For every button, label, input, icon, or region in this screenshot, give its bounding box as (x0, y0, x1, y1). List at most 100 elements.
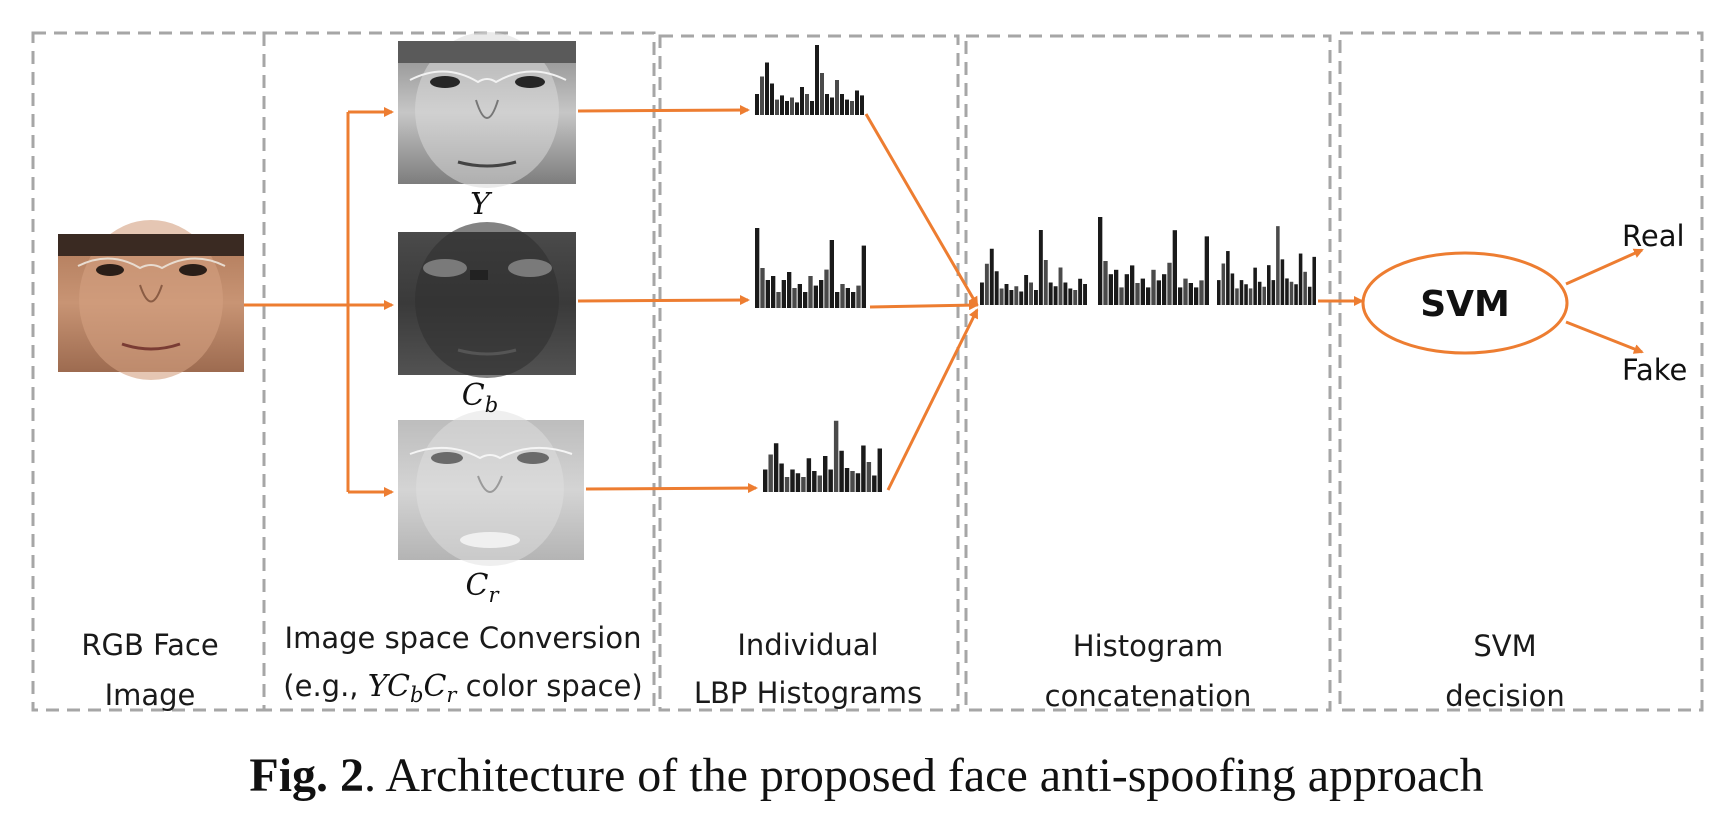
histogram-bar (1098, 217, 1103, 305)
histogram-bar (1230, 273, 1235, 305)
figure-caption: Fig. 2. Architecture of the proposed fac… (0, 752, 1733, 800)
histogram-bar (840, 284, 845, 308)
histogram-bar (1244, 284, 1248, 305)
histogram-bar (760, 76, 764, 115)
histogram-bar (787, 272, 792, 308)
histogram-bar (844, 468, 850, 492)
histogram-bar (781, 280, 786, 308)
histogram-bar (1199, 280, 1204, 305)
panel-conversion-label-line2: (e.g., YCbCr color space) (283, 669, 642, 707)
ycbcr-y: Y (368, 669, 391, 704)
histogram-bar (1289, 281, 1294, 305)
histogram-bar (795, 102, 799, 115)
histogram-bar (1058, 267, 1063, 305)
arrow-cr-to-hist (585, 483, 758, 494)
histogram-bar (800, 87, 804, 115)
histogram-bar (1043, 260, 1048, 305)
histogram-cb (755, 228, 866, 308)
histogram-bar (1303, 271, 1307, 305)
output-fake-label: Fake (1622, 353, 1687, 387)
channel-label: Cb (462, 378, 498, 417)
channel-label-base: Y (470, 187, 493, 222)
histogram-bar (845, 99, 849, 115)
histogram-bar (779, 463, 784, 492)
histogram-bar (1312, 256, 1316, 305)
histogram-bar (1014, 286, 1019, 305)
caption-text: . Architecture of the proposed face anti… (364, 749, 1484, 802)
panel-borders (31, 31, 1704, 712)
histogram-bar (835, 292, 840, 308)
histogram-bar (1248, 288, 1253, 305)
histogram-bar (861, 445, 866, 492)
panel-individual-border (658, 34, 960, 712)
histogram-bar (994, 271, 999, 305)
panel-individual-label-line1: Individual (737, 628, 878, 662)
histogram-bar (1119, 287, 1124, 305)
histogram-bar (830, 97, 834, 115)
y-channel-image (398, 32, 576, 188)
histogram-bar (795, 473, 801, 492)
rgb-face-image (58, 220, 244, 380)
histogram-bar (1221, 263, 1226, 305)
ycbcr-cb-sub: b (410, 683, 423, 707)
histogram-bar (1135, 283, 1140, 305)
histogram-bar (866, 462, 872, 492)
histogram-bar (815, 45, 819, 115)
panel-concat-label-line2: concatenation (1045, 679, 1252, 713)
panel-svm-label-line1: SVM (1473, 629, 1536, 663)
channel-label-base: C (462, 378, 485, 413)
histogram-bar (773, 443, 779, 492)
histogram-bar (1262, 286, 1266, 305)
histogram-bar (1038, 230, 1043, 305)
histogram-bar (797, 284, 802, 308)
histogram-bar (1114, 269, 1119, 305)
histogram-bar (1188, 283, 1193, 305)
histogram-bar (851, 292, 856, 308)
channel-labels: YCbCr (462, 187, 501, 607)
histogram-bar (819, 280, 824, 308)
output-real-label: Real (1622, 219, 1685, 253)
histogram-bar (790, 97, 794, 115)
ycbcr-cb-base: C (387, 669, 410, 704)
histogram-bar (1167, 262, 1172, 305)
histogram-bar (1029, 282, 1033, 305)
histogram-bar (765, 62, 769, 115)
histogram-bar (1124, 274, 1129, 305)
histogram-bar (1285, 278, 1289, 305)
histogram-bar (1162, 274, 1167, 305)
panel-svm-border (1338, 31, 1704, 712)
histogram-bar (780, 95, 784, 115)
histogram-bar (840, 94, 844, 115)
histogram-bar (784, 477, 790, 492)
histogram-bar (1130, 265, 1135, 305)
svm-ellipse (1361, 251, 1569, 355)
histogram-bar (1307, 286, 1312, 305)
histogram-bar (999, 288, 1004, 305)
histogram-bar (801, 477, 806, 492)
histogram-bar (1226, 251, 1230, 305)
histogram-bar (861, 245, 866, 308)
histogram-bar (877, 448, 882, 492)
histogram-bar (755, 228, 760, 308)
histogram-bar (1183, 278, 1188, 305)
histogram-cr (763, 420, 882, 492)
histogram-bar (855, 473, 861, 492)
panel-conversion-label-line1: Image space Conversion (285, 621, 642, 655)
histogram-bar (1146, 287, 1151, 305)
conversion-example-suffix: color space) (456, 669, 642, 703)
arrow-svm-to-real (1565, 248, 1644, 286)
panel-concat-border (964, 34, 1332, 712)
histogram-bar (839, 450, 844, 492)
histogram-bar (1068, 288, 1073, 305)
histogram-bar (1235, 288, 1239, 305)
histogram-bar (872, 475, 877, 492)
histogram-bar (1217, 280, 1221, 305)
histogram-bar (1073, 290, 1078, 305)
histogram-bar (808, 276, 813, 308)
histogram-bar (823, 456, 828, 492)
histogram-bar (817, 475, 822, 492)
histogram-bar (1009, 290, 1014, 305)
histogram-bar (845, 288, 850, 308)
histogram-bar (770, 83, 774, 115)
histogram-bar (1083, 284, 1087, 305)
